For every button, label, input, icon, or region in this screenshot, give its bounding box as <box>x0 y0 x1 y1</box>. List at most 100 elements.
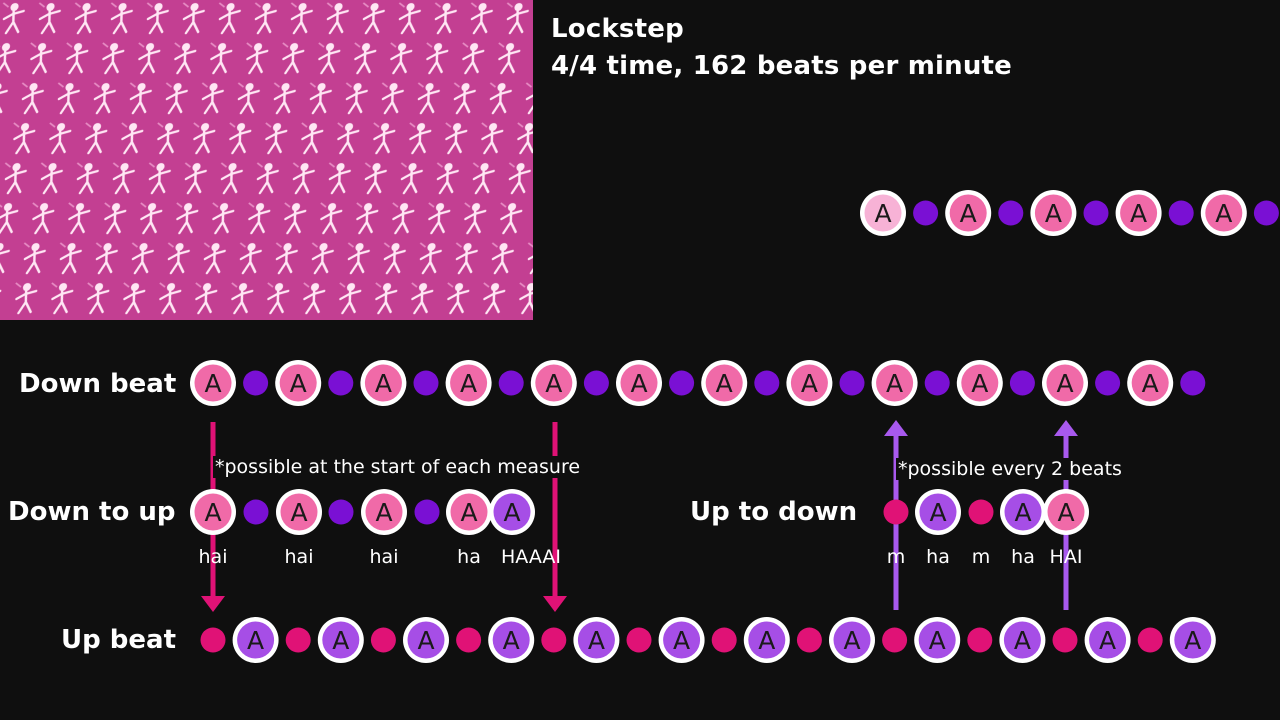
down-beat-beat-dot <box>669 370 695 396</box>
lyric-ha-1: ha <box>926 546 950 568</box>
up-beat-beat-dot <box>541 627 567 653</box>
down-beat-a-button: A <box>530 360 577 406</box>
svg-text:A: A <box>332 626 349 655</box>
down-to-up-a-button: A <box>361 489 407 535</box>
lyric-hai-3: hai <box>369 546 399 568</box>
svg-text:A: A <box>1056 369 1073 398</box>
up-to-down-a-button: A <box>1000 489 1046 535</box>
svg-text:A: A <box>1142 369 1159 398</box>
preview-track-a-button: A <box>1115 190 1162 236</box>
lyric-hai-2: hai <box>284 546 314 568</box>
down-beat-a-button: A <box>1042 360 1088 406</box>
svg-text:A: A <box>545 369 562 398</box>
svg-text:A: A <box>1057 498 1074 527</box>
up-beat-label: Up beat <box>61 625 176 655</box>
song-tempo-info: 4/4 time, 162 beats per minute <box>551 51 1012 81</box>
down-to-up-beat-dot <box>414 499 440 525</box>
svg-text:A: A <box>758 626 775 655</box>
down-to-up-a-button: A <box>489 489 535 535</box>
up-beat-beat-dot <box>882 627 908 653</box>
svg-text:A: A <box>204 369 221 398</box>
down-beat-a-button: A <box>275 360 322 406</box>
svg-text:A: A <box>960 199 977 228</box>
down-beat-beat-dot <box>498 370 524 396</box>
down-beat-a-button: A <box>616 360 662 406</box>
down-to-up-note: *possible at the start of each measure <box>213 456 583 478</box>
svg-text:A: A <box>247 626 264 655</box>
preview-track-beat-dot <box>998 200 1024 226</box>
svg-text:A: A <box>290 498 307 527</box>
up-beat-beat-dot <box>626 627 652 653</box>
down-beat-a-button: A <box>360 360 407 406</box>
up-beat-a-button: A <box>829 617 875 663</box>
down-to-up-a-button: A <box>446 489 492 535</box>
down-beat-a-button: A <box>786 360 833 406</box>
lyric-hai-big: HAI <box>1049 546 1083 568</box>
preview-track-beat-dot <box>1083 200 1109 226</box>
up-beat-beat-dot <box>370 627 396 653</box>
lyric-m-2: m <box>971 546 991 568</box>
lyric-hai-1: hai <box>198 546 228 568</box>
up-beat-a-button: A <box>317 617 364 663</box>
svg-text:A: A <box>929 498 946 527</box>
up-to-down-beat-dot <box>968 499 994 525</box>
up-beat-beat-dot <box>285 627 311 653</box>
down-beat-a-button: A <box>701 360 748 406</box>
up-beat-a-button: A <box>403 617 449 663</box>
up-beat-beat-dot <box>200 627 226 653</box>
svg-text:A: A <box>460 369 477 398</box>
up-beat-a-button: A <box>573 617 620 663</box>
up-beat-a-button: A <box>914 617 961 663</box>
up-to-down-a-button: A <box>915 489 961 535</box>
down-beat-beat-dot <box>1095 370 1121 396</box>
down-beat-a-button: A <box>871 360 918 406</box>
svg-text:A: A <box>1184 626 1201 655</box>
down-beat-a-button: A <box>1127 360 1174 406</box>
svg-text:A: A <box>503 498 520 527</box>
lyric-ha: ha <box>457 546 481 568</box>
down-beat-beat-dot <box>839 370 865 396</box>
preview-track-beat-dot <box>913 200 939 226</box>
preview-track-beat-dot <box>1253 200 1279 226</box>
up-to-down-note: *possible every 2 beats <box>896 458 1124 480</box>
song-title: Lockstep <box>551 14 684 44</box>
up-beat-a-button: A <box>1169 617 1216 663</box>
svg-text:A: A <box>204 498 221 527</box>
svg-text:A: A <box>375 369 392 398</box>
up-beat-beat-dot <box>967 627 993 653</box>
svg-text:A: A <box>843 626 860 655</box>
down-beat-beat-dot <box>754 370 780 396</box>
svg-text:A: A <box>417 626 434 655</box>
svg-text:A: A <box>886 369 903 398</box>
down-to-up-beat-dot <box>328 499 354 525</box>
up-beat-a-button: A <box>658 617 705 663</box>
preview-track-a-button: A <box>1030 190 1077 236</box>
down-beat-a-button: A <box>445 360 492 406</box>
up-to-down-a-button: A <box>1043 489 1089 535</box>
down-beat-a-button: A <box>956 360 1003 406</box>
down-to-up-arrow-2 <box>543 422 567 612</box>
up-beat-beat-dot <box>796 627 822 653</box>
down-beat-beat-dot <box>583 370 609 396</box>
svg-text:A: A <box>716 369 733 398</box>
down-beat-beat-dot <box>924 370 950 396</box>
dancer-video-panel <box>0 0 533 320</box>
up-beat-a-button: A <box>488 617 535 663</box>
down-beat-a-button: A <box>190 360 236 406</box>
up-to-down-label: Up to down <box>690 497 858 527</box>
up-beat-beat-dot <box>1052 627 1078 653</box>
up-beat-a-button: A <box>1084 617 1131 663</box>
preview-track-beat-dot <box>1168 200 1194 226</box>
up-beat-a-button: A <box>743 617 790 663</box>
svg-text:A: A <box>1099 626 1116 655</box>
svg-text:A: A <box>1215 199 1232 228</box>
svg-text:A: A <box>1045 199 1062 228</box>
svg-text:A: A <box>801 369 818 398</box>
down-beat-beat-dot <box>1009 370 1035 396</box>
lyric-haaai: HAAAI <box>501 546 561 568</box>
svg-text:A: A <box>1014 498 1031 527</box>
svg-text:A: A <box>375 498 392 527</box>
preview-track-a-button: A <box>1200 190 1247 236</box>
up-beat-a-button: A <box>232 617 279 663</box>
